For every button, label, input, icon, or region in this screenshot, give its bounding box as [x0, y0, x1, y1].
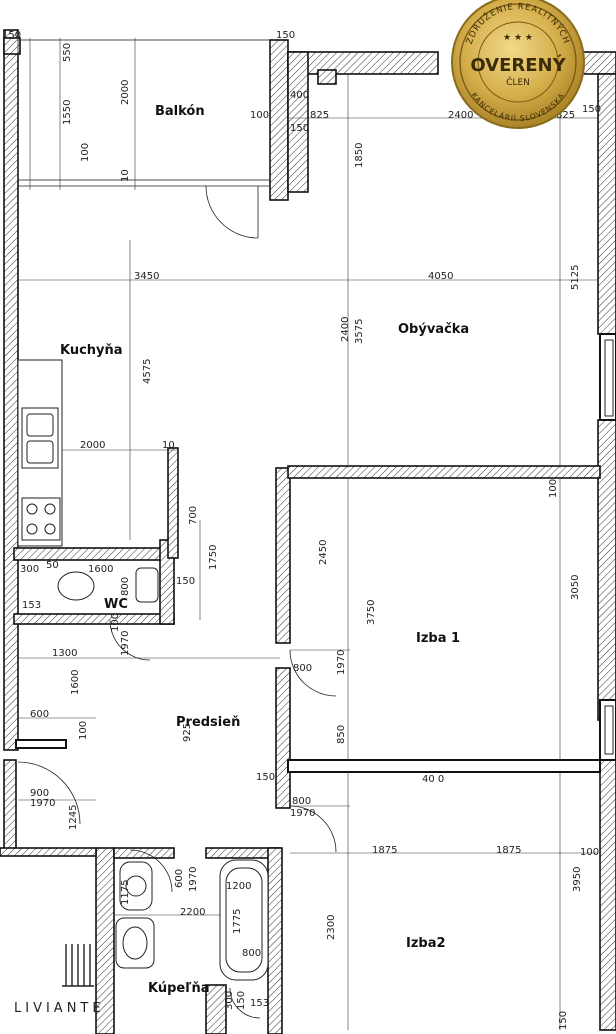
dim-label: 150: [176, 576, 195, 587]
dim-label: 2400: [448, 110, 473, 121]
dim-label: 1300: [52, 648, 77, 659]
dim-label: 825: [556, 110, 575, 121]
dim-label: 1850: [354, 143, 365, 168]
dim-label: 5125: [570, 265, 581, 290]
dim-label: 1200: [226, 881, 251, 892]
room-label-balcony: Balkón: [155, 104, 205, 119]
room-label-living: Obývačka: [398, 322, 469, 337]
room-label-kitchen: Kuchyňa: [60, 343, 123, 358]
dim-label: 153: [250, 998, 269, 1009]
dim-label: 4050: [428, 271, 453, 282]
fixtures: [17, 339, 614, 981]
badge-title: OVERENÝ: [470, 54, 566, 76]
dim-label: 10: [162, 440, 175, 451]
dim-label: 4575: [142, 359, 153, 384]
dim-label: 2300: [326, 915, 337, 940]
dim-label: 2000: [120, 80, 131, 105]
room-labels: Balkón Obývačka Kuchyňa WC Izba 1 Predsi…: [60, 104, 469, 996]
dim-label: 900: [30, 788, 49, 799]
dim-label: 300: [20, 564, 39, 575]
dim-label: 100: [80, 143, 91, 162]
dim-label: 800: [242, 948, 261, 959]
room-label-bath: Kúpeľňa: [148, 981, 209, 996]
dim-label: 1775: [232, 909, 243, 934]
dim-label: 100: [110, 613, 121, 632]
dim-label: 1875: [496, 845, 521, 856]
dim-label: 1600: [70, 670, 81, 695]
dim-label: 1875: [372, 845, 397, 856]
dim-label: 800: [292, 796, 311, 807]
dim-label: 1970: [336, 650, 347, 675]
logo-mark-icon: [62, 944, 94, 987]
dim-label: 153: [22, 600, 41, 611]
dim-label: 3050: [570, 575, 581, 600]
toilet-icon: [57, 571, 95, 601]
logo-name: LIVIANTE: [14, 1001, 105, 1016]
dim-label: 3950: [572, 867, 583, 892]
dim-label: 1750: [208, 545, 219, 570]
dim-label: 150: [558, 1011, 569, 1030]
dim-label: 550: [62, 43, 73, 62]
dim-label: 1175: [120, 880, 131, 905]
dim-label: 150: [582, 104, 601, 115]
doors: [17, 185, 337, 1019]
liviante-logo: LIVIANTE: [14, 944, 105, 1016]
dim-label: 100: [548, 479, 559, 498]
dim-label: 2450: [318, 540, 329, 565]
dim-label: 40 0: [422, 774, 444, 785]
dim-label: 10: [120, 169, 131, 182]
dim-label: 1970: [120, 631, 131, 656]
dim-label: 100: [580, 847, 599, 858]
dim-label: 1970: [290, 808, 315, 819]
dim-label: 2000: [80, 440, 105, 451]
dimension-labels: 150 550 150 1550 2000 100 10 400 100 825…: [2, 30, 601, 1030]
dim-label: 150: [256, 772, 275, 783]
verified-member-badge: ZDRUŽENIE REALITNÝCH ★ ★ ★ OVERENÝ ČLEN …: [451, 0, 585, 129]
dim-label: 1970: [30, 798, 55, 809]
room-label-wc: WC: [104, 597, 128, 612]
dim-label: 50: [46, 560, 59, 571]
dim-label: 3450: [134, 271, 159, 282]
walls: [0, 29, 616, 1034]
dim-label: 150: [276, 30, 295, 41]
dim-label: 925: [182, 723, 193, 742]
dim-label: 100: [250, 110, 269, 121]
stove-icon: [21, 497, 61, 541]
dim-label: 800: [293, 663, 312, 674]
wc-sink-icon: [135, 567, 159, 603]
dim-label: 400: [290, 90, 309, 101]
dim-label: 1550: [62, 100, 73, 125]
badge-subtitle: ČLEN: [506, 76, 530, 88]
dim-label: 700: [188, 506, 199, 525]
dim-label: 150: [290, 123, 309, 134]
room-label-room1: Izba 1: [416, 631, 460, 646]
dim-label: 300: [224, 991, 235, 1010]
dim-label: 1600: [88, 564, 113, 575]
dim-label: 1970: [188, 867, 199, 892]
dimension-lines: [18, 38, 598, 1030]
dim-label: 100: [78, 721, 89, 740]
badge-stars-icon: ★ ★ ★: [503, 33, 533, 43]
dim-label: 150: [2, 30, 21, 41]
dim-label: 3575: [354, 319, 365, 344]
dim-label: 850: [336, 725, 347, 744]
dim-label: 825: [310, 110, 329, 121]
dim-label: 150: [236, 991, 247, 1010]
dim-label: 600: [30, 709, 49, 720]
dim-label: 3750: [366, 600, 377, 625]
room-label-hall: Predsieň: [176, 715, 240, 730]
dim-label: 2400: [340, 317, 351, 342]
dim-label: 2200: [180, 907, 205, 918]
room-label-room2: Izba2: [406, 936, 446, 951]
dim-label: 1245: [68, 805, 79, 830]
dim-label: 600: [174, 869, 185, 888]
dim-label: 800: [120, 577, 131, 596]
